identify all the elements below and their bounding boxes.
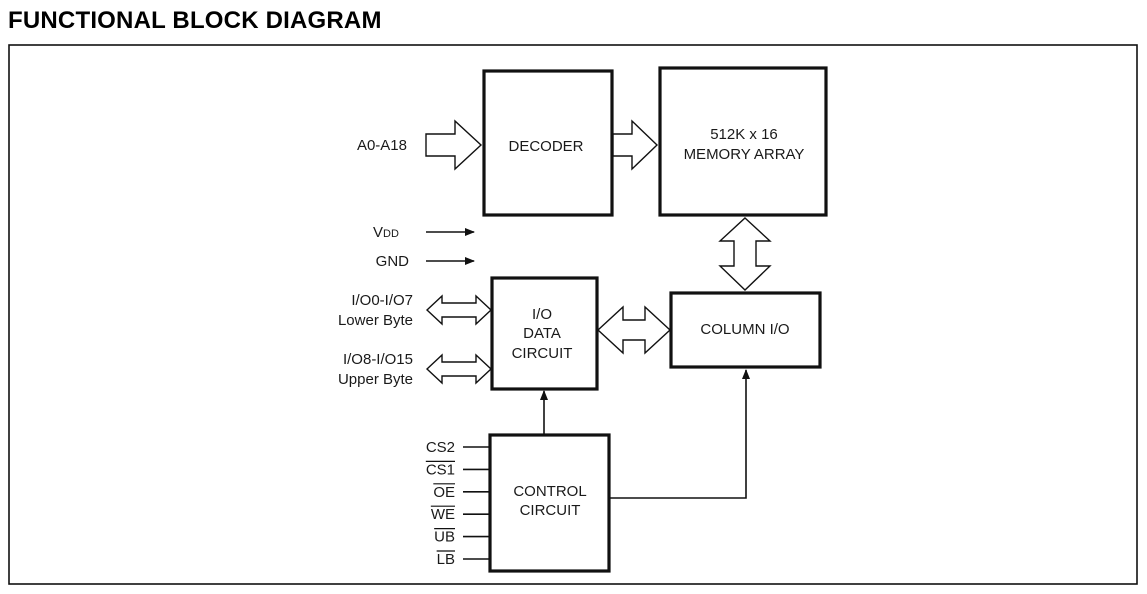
control-label-line2: CIRCUIT — [520, 502, 581, 519]
control-label-line1: CONTROL — [513, 483, 586, 500]
signal-label-oe: OE — [433, 484, 455, 501]
control-circuit-block: CONTROL CIRCUIT — [488, 433, 611, 573]
io-label-line1: I/O — [532, 306, 552, 323]
io-label-line3: CIRCUIT — [512, 345, 573, 362]
diagram-frame — [8, 44, 1138, 585]
io-lower-byte-pins-label: I/O0-I/O7 — [351, 292, 413, 309]
io-upper-byte-bidirectional-arrow — [425, 353, 493, 385]
io-lower-byte-bidirectional-arrow — [425, 294, 493, 326]
gnd-label: GND — [376, 253, 410, 270]
control-to-column-io-arrow — [609, 369, 750, 499]
decoder-to-memory-arrow — [612, 119, 659, 171]
column-io-block: COLUMN I/O — [669, 291, 822, 369]
signal-label-cs1: CS1 — [426, 461, 455, 478]
vdd-label: VDD — [373, 224, 399, 241]
signal-label-we: WE — [431, 506, 455, 523]
memory-array-label: MEMORY ARRAY — [684, 146, 805, 163]
address-input-label: A0-A18 — [357, 137, 407, 154]
io-lower-byte-label: Lower Byte — [338, 312, 413, 329]
diagram-title: FUNCTIONAL BLOCK DIAGRAM — [8, 7, 382, 34]
io-column-bidirectional-arrow — [596, 305, 672, 355]
decoder-label: DECODER — [508, 138, 583, 155]
io-label-line2: DATA — [523, 325, 561, 342]
decoder-block: DECODER — [482, 69, 614, 217]
column-io-label: COLUMN I/O — [700, 321, 789, 338]
address-bus-arrow — [425, 119, 483, 171]
signal-label-cs2: CS2 — [426, 439, 455, 456]
memory-array-block: 512K x 16 MEMORY ARRAY — [658, 66, 828, 217]
signal-label-lb: LB — [437, 551, 455, 568]
io-data-circuit-block: I/O DATA CIRCUIT — [490, 276, 599, 391]
memory-array-size-label: 512K x 16 — [710, 126, 778, 143]
io-upper-byte-label: Upper Byte — [338, 371, 413, 388]
memory-column-bidirectional-arrow — [718, 217, 772, 291]
signal-label-ub: UB — [434, 529, 455, 546]
io-upper-byte-pins-label: I/O8-I/O15 — [343, 351, 413, 368]
